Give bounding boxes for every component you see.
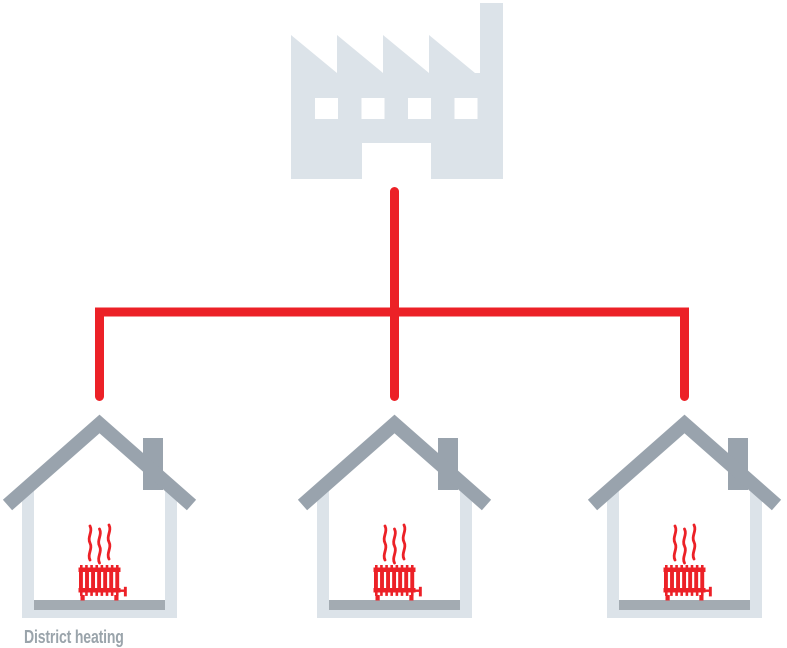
factory-body	[291, 3, 503, 179]
distribution-pipe	[95, 307, 689, 401]
diagram-caption: District heating	[24, 627, 124, 647]
heating-plant-icon	[291, 3, 503, 179]
pipe-network	[95, 187, 689, 401]
house-1	[8, 424, 192, 618]
house-3	[593, 424, 777, 618]
house-2	[303, 424, 487, 618]
